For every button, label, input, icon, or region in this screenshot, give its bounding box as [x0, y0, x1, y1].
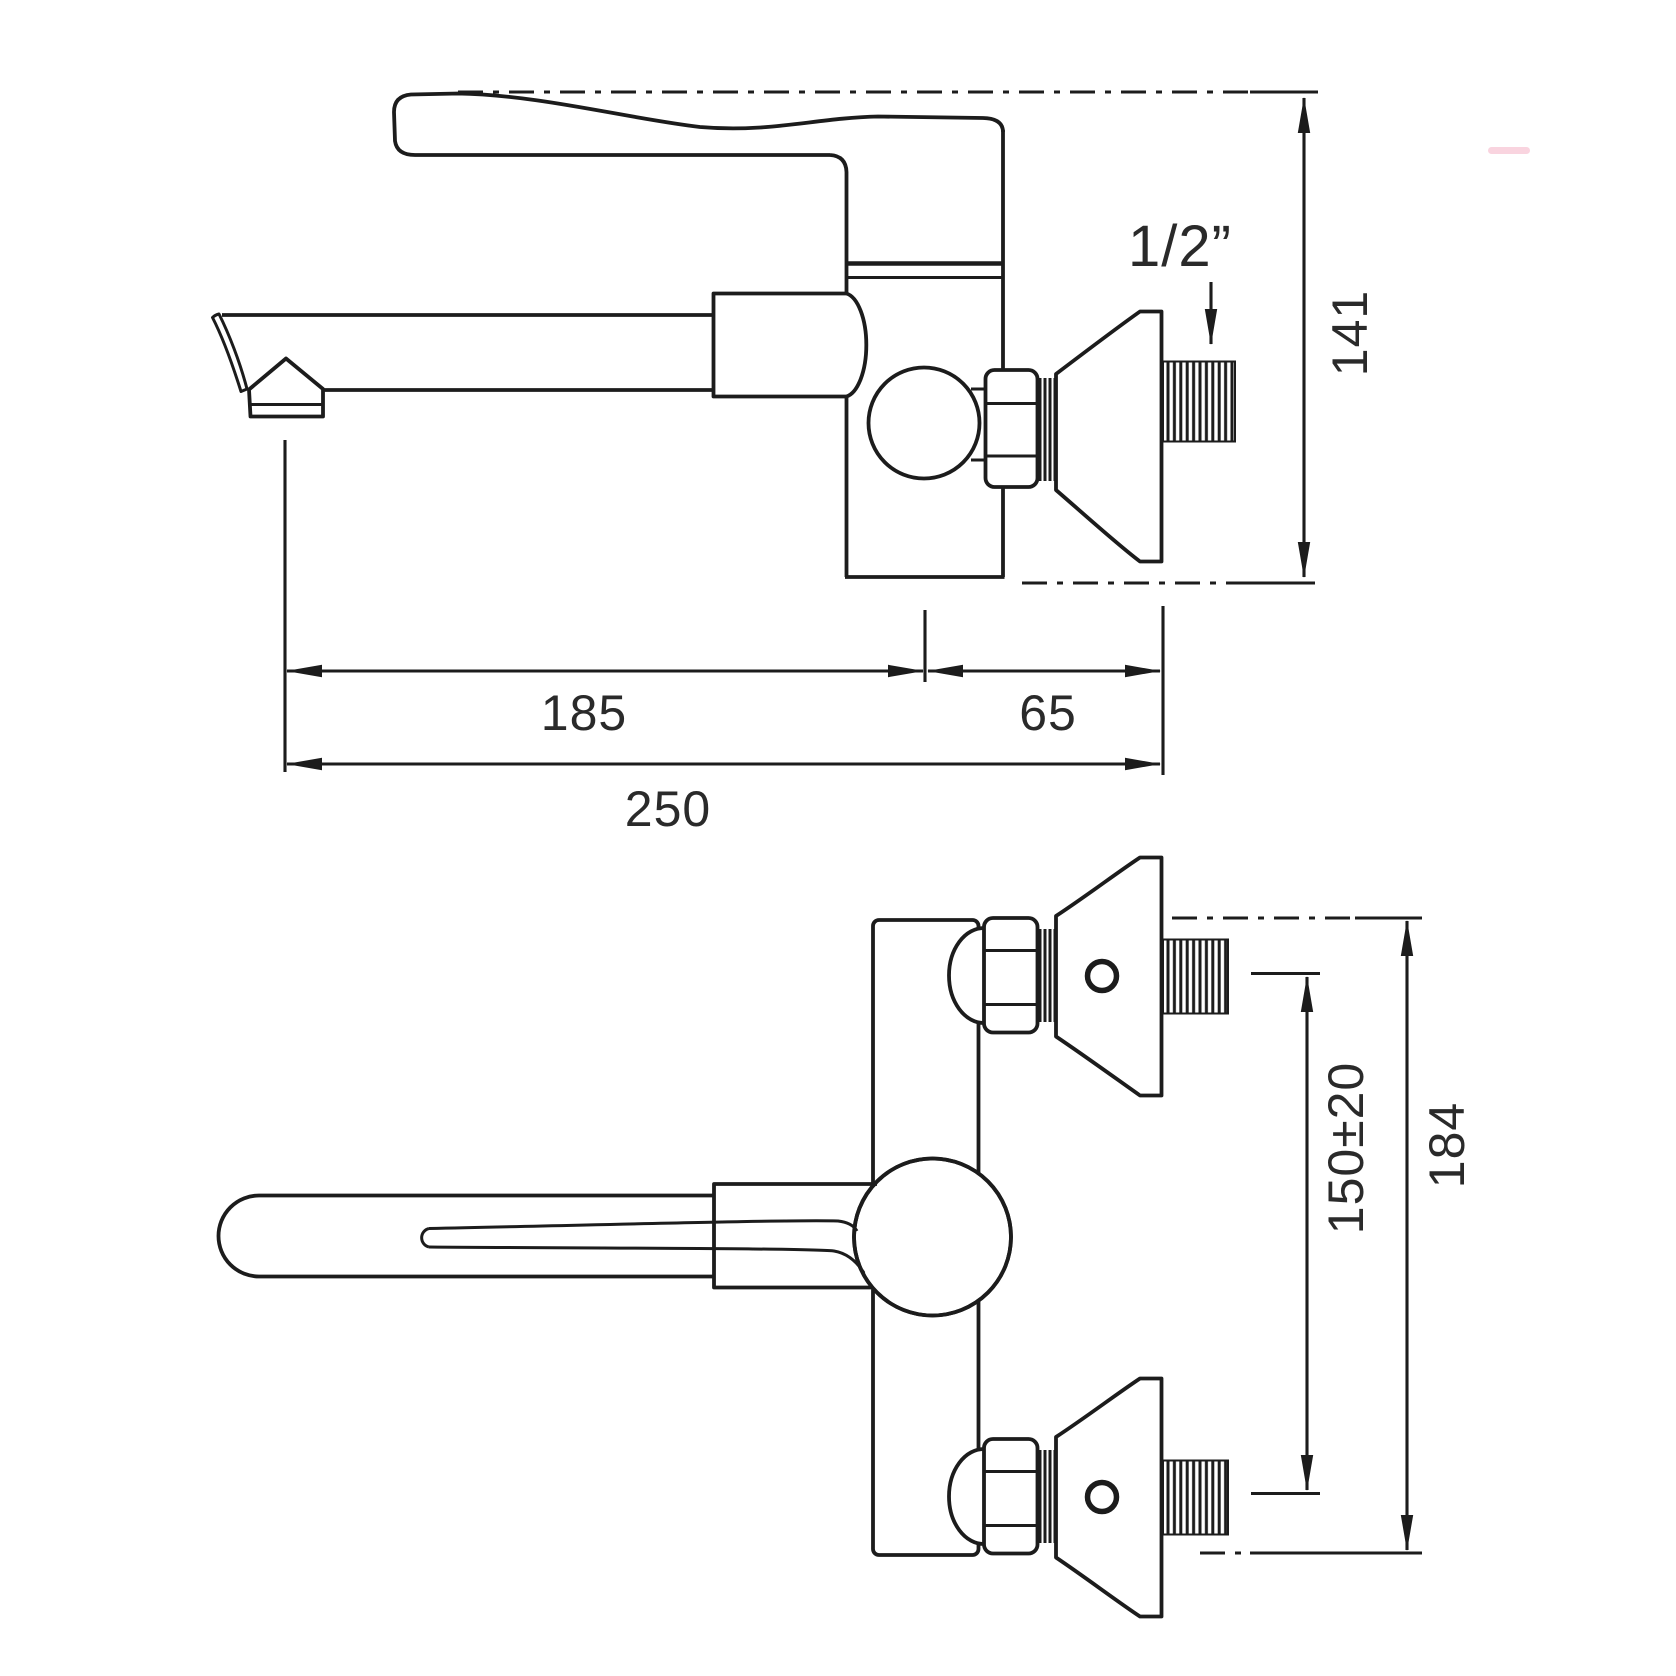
upper-hex-nut-facets — [984, 949, 1038, 1006]
plan-view: 150±20 184 — [216, 855, 1475, 1619]
dimension-label-65: 65 — [1019, 685, 1077, 741]
dimension-label-150: 150±20 — [1318, 1062, 1374, 1234]
spout-tip-cut-face — [211, 312, 249, 393]
handle-slot-bottom — [428, 1245, 866, 1274]
upper-inlet-thread — [1162, 938, 1229, 1015]
ball-joint — [866, 365, 982, 481]
lever-handle-plan — [216, 1193, 713, 1279]
hex-nut-side-view — [983, 368, 1040, 489]
lower-escutcheon-screw-hole — [1084, 1479, 1120, 1515]
lower-inlet-thread — [1162, 1459, 1229, 1536]
side-view: 1/2” 141 185 65 250 — [211, 90, 1378, 837]
wall-escutcheon-cone — [1054, 309, 1164, 564]
dimension-label-184: 184 — [1419, 1102, 1475, 1188]
spout-collar-bulge — [845, 291, 869, 399]
dimension-label-185: 185 — [541, 685, 627, 741]
handle-slot-top — [428, 1219, 859, 1232]
pink-scan-artifact — [1488, 147, 1530, 154]
dimension-label-141: 141 — [1322, 290, 1378, 376]
lower-thread-stub — [1037, 1450, 1056, 1543]
upper-escutcheon-screw-hole — [1084, 958, 1120, 994]
handle-slot-end — [420, 1227, 430, 1249]
cartridge-housing-outline — [852, 1156, 1013, 1318]
cartridge-cap-left-edge — [829, 153, 849, 294]
thread-size-label: 1/2” — [1128, 214, 1232, 279]
spout-collar — [711, 291, 847, 399]
hex-nut-facet-lines — [985, 402, 1038, 458]
handle-collar-plan — [712, 1182, 877, 1290]
spout-aerator — [247, 356, 325, 419]
lower-hex-nut-facets — [984, 1470, 1038, 1527]
dimension-label-250: 250 — [625, 781, 711, 837]
inlet-thread-pipe — [1162, 360, 1236, 443]
upper-thread-stub — [1037, 929, 1056, 1022]
lever-handle-outline — [392, 91, 1005, 157]
lower-hex-nut — [982, 1437, 1040, 1556]
upper-hex-nut — [982, 916, 1040, 1035]
thread-stub — [1037, 378, 1056, 481]
